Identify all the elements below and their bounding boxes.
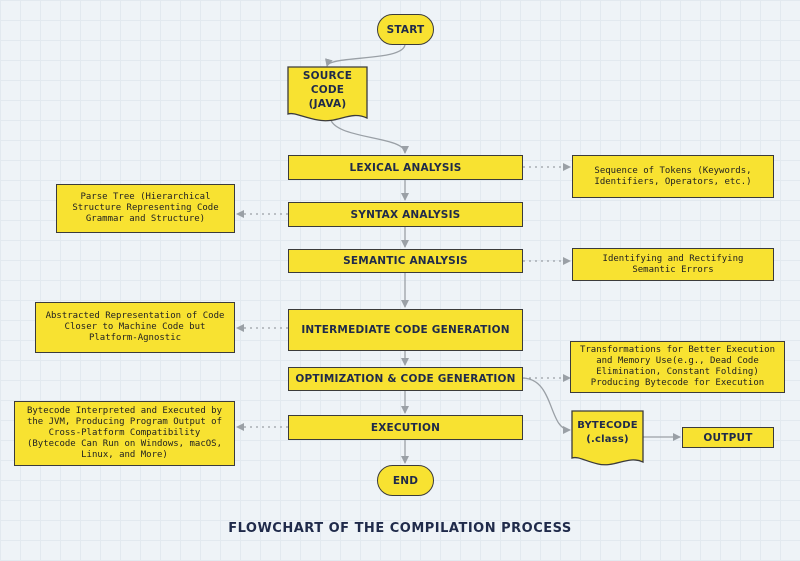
edge-source-lexical	[329, 115, 409, 154]
abstracted-note: Abstracted Representation of Code Closer…	[35, 302, 235, 353]
start-node: START	[377, 14, 434, 45]
interpreted-note: Bytecode Interpreted and Executed by the…	[14, 401, 235, 466]
optimization-node: OPTIMIZATION & CODE GENERATION	[288, 367, 523, 391]
bytecode-node: BYTECODE (.class)	[577, 420, 638, 445]
semantic-analysis-node: SEMANTIC ANALYSIS	[288, 249, 523, 273]
source-code-shape	[287, 66, 368, 122]
syntax-analysis-node: SYNTAX ANALYSIS	[288, 202, 523, 227]
semantic-errors-note: Identifying and Rectifying Semantic Erro…	[572, 248, 774, 281]
transformations-note: Transformations for Better Execution and…	[570, 341, 785, 393]
diagram-title: FLOWCHART OF THE COMPILATION PROCESS	[228, 521, 572, 536]
output-node: OUTPUT	[682, 427, 774, 448]
edge-optimization-bytecode	[521, 377, 571, 434]
source-code-node: SOURCE CODE (JAVA)	[302, 70, 353, 110]
intermediate-code-node: INTERMEDIATE CODE GENERATION	[288, 309, 523, 351]
edge-start-source	[325, 43, 406, 67]
end-node: END	[377, 465, 434, 496]
tokens-note: Sequence of Tokens (Keywords, Identifier…	[572, 155, 774, 198]
execution-node: EXECUTION	[288, 415, 523, 440]
bytecode-shape	[571, 410, 644, 466]
parse-tree-note: Parse Tree (Hierarchical Structure Repre…	[56, 184, 235, 233]
lexical-analysis-node: LEXICAL ANALYSIS	[288, 155, 523, 180]
